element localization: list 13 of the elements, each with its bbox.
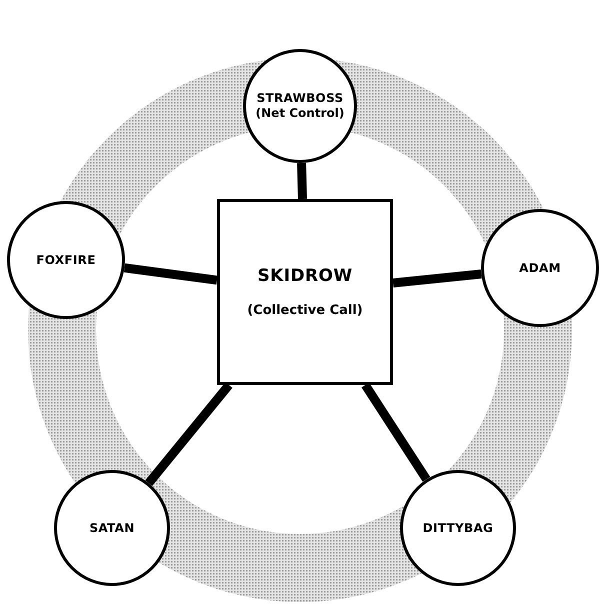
role-text: (Collective Call) [247,302,363,320]
call-sign: SKIDROW [257,264,353,288]
call-sign: SATAN [89,520,135,536]
role-text: (Net Control) [256,106,344,121]
net-box [217,199,393,385]
call-sign: ADAM [519,260,561,276]
call-sign: FOXFIRE [36,252,96,268]
connector-line [392,270,482,288]
connector-line [297,162,307,200]
connector-line [362,382,430,482]
call-sign: STRAWBOSS [256,91,344,106]
call-sign: DITTYBAG [422,520,494,536]
connector-line [124,263,218,285]
